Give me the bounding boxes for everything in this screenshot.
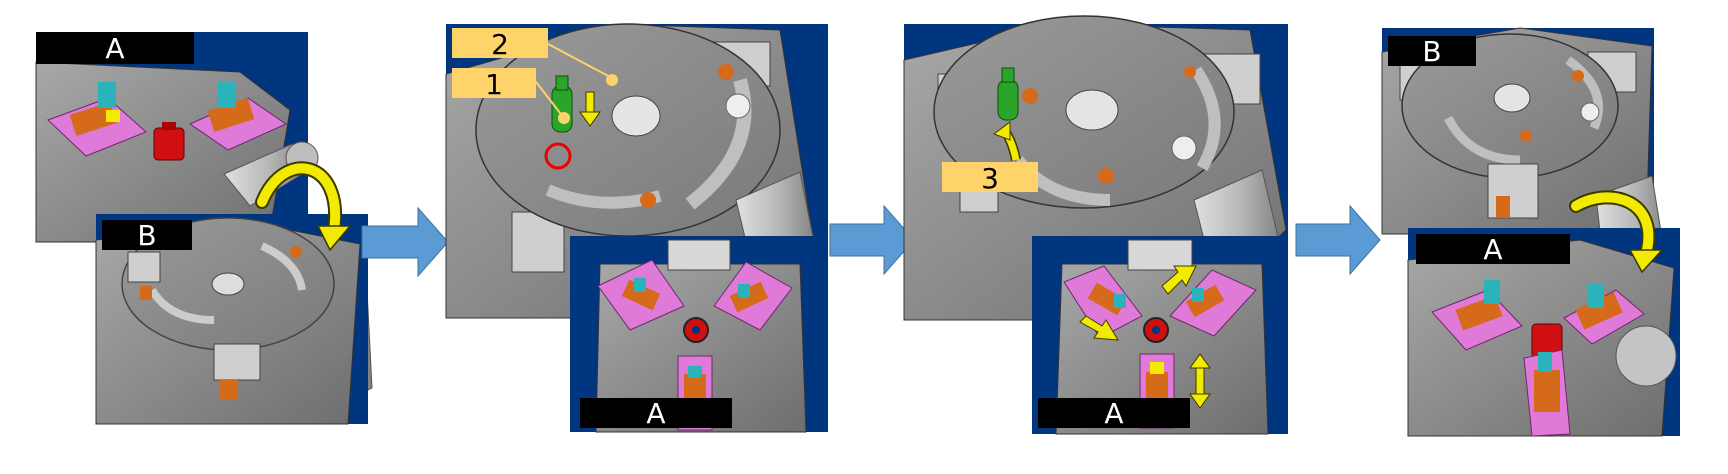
stage-4-bottom-label: A — [1483, 233, 1502, 266]
stage-1-bottom-label: B — [137, 219, 156, 252]
stage-1: A B — [35, 32, 373, 425]
callout-2: 2 — [491, 28, 509, 61]
flow-arrow-icon — [361, 206, 449, 278]
stage-2: 2 1 — [445, 23, 828, 433]
callout-1: 1 — [485, 68, 503, 101]
callout-3-box — [942, 162, 1038, 192]
callout-3: 3 — [981, 162, 999, 195]
stage-2-top-view: 2 1 — [445, 23, 828, 319]
part-red — [153, 122, 185, 161]
flow-arrow-icon — [1295, 204, 1381, 276]
motion-arrow-icon — [1079, 265, 1211, 409]
stage-1-top-label-box — [36, 32, 194, 64]
stage-1-view-b: B — [95, 214, 368, 425]
stage-4-top-label: B — [1422, 35, 1441, 68]
callout-1-box — [452, 68, 536, 98]
stage-4-view-b: B — [1381, 27, 1654, 235]
part-green — [997, 67, 1019, 121]
fixture-bottom — [1523, 349, 1571, 437]
fixture-right — [188, 82, 288, 151]
stage-3-top-view: 3 — [903, 15, 1288, 321]
motion-arrow-icon — [579, 91, 601, 127]
fixture-left — [1431, 280, 1523, 351]
callout-2-box — [452, 28, 548, 58]
stage-2-bottom-label-box — [580, 398, 732, 428]
fixture-left — [47, 82, 147, 157]
stage-4-top-label-box — [1388, 36, 1476, 66]
stage-4-view-a: A — [1407, 228, 1680, 437]
stage-1-view-a: A — [35, 32, 308, 243]
stage-4-bottom-label-box — [1416, 234, 1570, 264]
stage-4: B A — [1381, 27, 1680, 437]
fixture-left — [597, 259, 685, 331]
fixture-right — [713, 261, 793, 331]
rotation-arrow-icon — [1569, 190, 1664, 274]
stage-3: 3 — [903, 15, 1288, 435]
stage-2-bottom-label: A — [646, 397, 665, 430]
rotation-arrow-icon — [255, 161, 352, 252]
stage-1-bottom-label-box — [102, 220, 192, 250]
stage-1-top-label: A — [105, 32, 124, 65]
flow-arrow-icon — [829, 204, 915, 276]
stage-3-bottom-label: A — [1104, 397, 1123, 430]
stage-3-bottom-view: A — [1032, 236, 1288, 435]
motion-arrow-icon — [992, 121, 1021, 162]
stage-3-bottom-label-box — [1038, 398, 1190, 428]
fixture-right — [1169, 269, 1257, 337]
target-ring — [544, 142, 572, 170]
fixture-right — [1563, 284, 1645, 345]
stage-2-bottom-view: A — [570, 236, 828, 433]
